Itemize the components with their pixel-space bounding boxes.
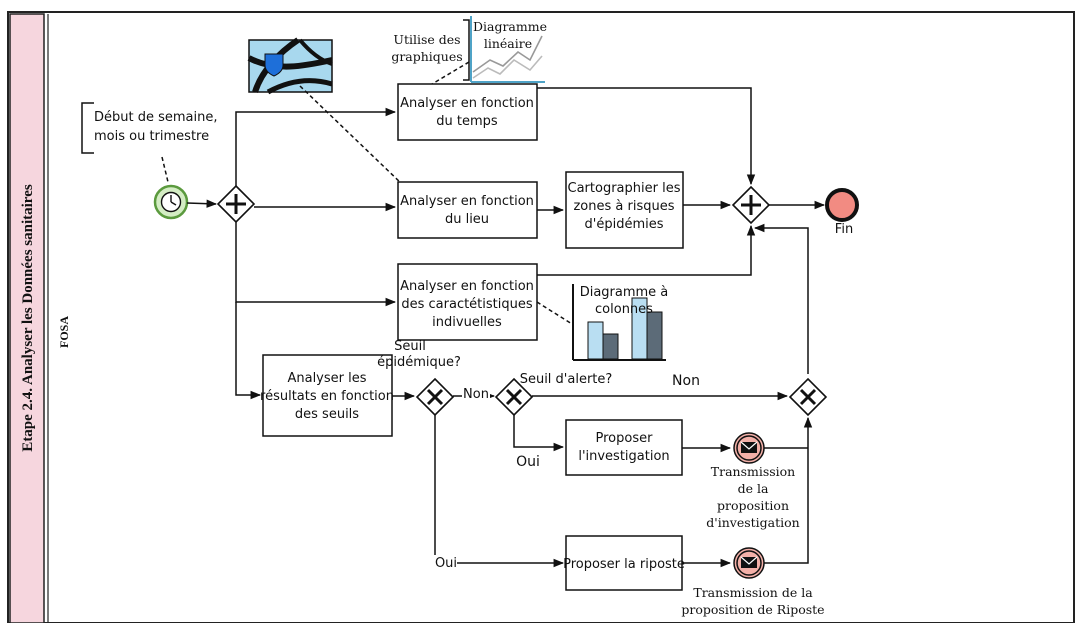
flow-message-response-to-merge	[764, 416, 813, 564]
task-map-line3: d'épidémies	[585, 217, 664, 232]
pool-frame	[7, 11, 1075, 623]
flow-alert-yes	[513, 415, 565, 452]
alert-no-label: Non	[672, 373, 700, 389]
task-thresholds-line1: Analyser les	[287, 371, 366, 386]
annotation-graphs-line1: Utilise des	[393, 32, 460, 47]
task-map-line1: Cartographier les	[568, 181, 681, 196]
pool-header	[9, 13, 45, 623]
annotation-bracket	[81, 102, 94, 154]
bar-chart-label-line2: colonnes	[595, 302, 653, 317]
line-chart-label-line2: linéaire	[484, 36, 532, 51]
epidemic-yes-label: Oui	[435, 556, 457, 571]
alert-threshold-gateway	[494, 377, 534, 417]
flow-characteristics-to-join	[537, 224, 756, 276]
line-chart-icon	[470, 16, 545, 83]
epidemic-no-label: Non	[463, 387, 489, 402]
flow-time-to-join	[537, 87, 756, 186]
task-thresholds-line2: résultats en fonction	[260, 389, 394, 404]
task-investigation-line1: Proposer	[596, 431, 654, 446]
message-investigation-line1: Transmission	[711, 464, 796, 479]
task-characteristics-line1: Analyser en fonction	[400, 279, 534, 294]
task-investigation-line2: l'investigation	[578, 449, 669, 464]
message-event-response	[733, 547, 765, 579]
task-propose-response: Proposer la riposte	[563, 535, 685, 591]
message-response-line1: Transmission de la	[693, 585, 813, 600]
task-analyse-characteristics: Analyser en fonction des caractétistique…	[397, 263, 538, 341]
annotation-graphs-bracket	[463, 19, 470, 81]
task-response-line1: Proposer la riposte	[563, 557, 685, 572]
task-propose-investigation: Proposer l'investigation	[565, 419, 683, 476]
alert-gateway-label: Seuil d'alerte?	[520, 372, 613, 387]
lane-title: FOSA	[57, 316, 71, 348]
task-map-risk-zones: Cartographier les zones à risques d'épid…	[565, 171, 684, 249]
message-investigation-line3: proposition	[717, 498, 789, 513]
flow-start-to-split	[186, 199, 218, 208]
map-icon	[247, 37, 333, 95]
flow-split-to-time	[235, 107, 397, 186]
annotation-graphs-line2: graphiques	[391, 49, 462, 64]
task-place-line2: du lieu	[445, 212, 489, 227]
line-chart-label-line1: Diagramme	[473, 19, 547, 34]
bar-chart-icon	[572, 284, 666, 361]
exclusive-merge-gateway	[788, 377, 828, 417]
annotation-start-line1: Début de semaine,	[94, 110, 218, 125]
task-analyse-place: Analyser en fonction du lieu	[397, 181, 538, 239]
flow-split-to-thresholds	[235, 302, 262, 400]
label-bg	[462, 386, 490, 402]
task-characteristics-line3: indivuelles	[432, 315, 502, 330]
message-response-line2: proposition de Riposte	[681, 602, 824, 617]
timer-start-event	[153, 184, 189, 220]
map-association	[299, 85, 404, 186]
task-analyse-thresholds: Analyser les résultats en fonction des s…	[260, 354, 394, 437]
task-time-line1: Analyser en fonction	[400, 96, 534, 111]
task-place-line1: Analyser en fonction	[400, 194, 534, 209]
annotation-association	[161, 156, 169, 183]
flow-merge-to-join	[753, 223, 809, 374]
task-analyse-time: Analyser en fonction du temps	[397, 83, 538, 141]
alert-yes-label: Oui	[516, 454, 540, 470]
end-event	[825, 188, 859, 222]
epidemic-gateway-label-line2: épidémique?	[377, 355, 461, 370]
task-characteristics-line2: des caractétistiques	[401, 297, 533, 312]
task-thresholds-line3: des seuils	[295, 407, 359, 422]
pool-title: Etape 2.4. Analyser les Données sanitair…	[20, 184, 36, 452]
message-investigation-line2: de la	[738, 481, 769, 496]
parallel-join-gateway	[731, 185, 771, 225]
task-time-line2: du temps	[436, 114, 498, 129]
epidemic-gateway-label-line1: Seuil	[394, 339, 426, 354]
bar-chart-label-line1: Diagramme à	[580, 285, 669, 300]
message-investigation-line4: d'investigation	[706, 515, 799, 530]
annotation-start-line2: mois ou trimestre	[94, 129, 209, 144]
message-event-investigation	[733, 432, 765, 464]
end-event-label: Fin	[835, 222, 853, 237]
task-map-line2: zones à risques	[573, 199, 674, 214]
